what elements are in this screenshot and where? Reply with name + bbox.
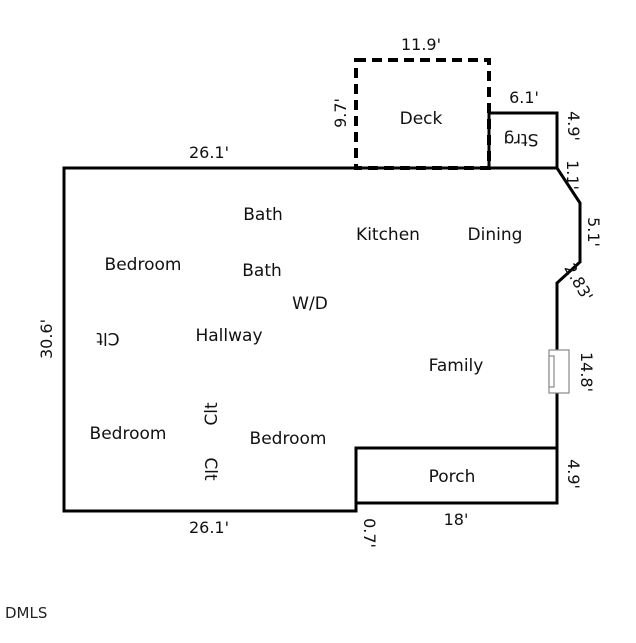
dim-porch-depth: 4.9'	[564, 459, 583, 489]
dim-angle-1: 5.1'	[584, 217, 603, 247]
room-label-bath-2: Bath	[242, 261, 282, 281]
dim-top-width: 26.1'	[189, 143, 229, 162]
dim-porch-width: 18'	[444, 510, 469, 529]
room-label-storage: Strg	[504, 129, 539, 149]
house-outline	[62, 166, 582, 513]
room-label-bath-1: Bath	[243, 205, 283, 225]
room-label-closet-center-1: Clt	[202, 402, 222, 426]
room-label-porch: Porch	[429, 467, 476, 487]
fireplace-icon	[548, 349, 570, 394]
room-label-closet-center-2: Clt	[200, 457, 220, 481]
deck-outline	[354, 58, 491, 170]
dim-angle-2: 2.83'	[560, 260, 596, 304]
room-label-kitchen: Kitchen	[356, 225, 420, 245]
dim-step: 0.7'	[360, 518, 379, 548]
room-label-bedroom-sw: Bedroom	[90, 424, 167, 444]
dim-storage-depth: 4.9'	[564, 111, 583, 141]
dim-family-right: 14.8'	[577, 352, 596, 392]
room-label-bedroom-s: Bedroom	[250, 429, 327, 449]
dim-notch-1: 1.1'	[563, 160, 582, 190]
room-label-deck: Deck	[400, 109, 443, 129]
room-label-closet-west: Clt	[96, 328, 120, 348]
room-label-bedroom-nw: Bedroom	[105, 255, 182, 275]
dim-deck-depth: 9.7'	[331, 98, 350, 128]
porch-outline	[356, 448, 559, 505]
dim-deck-width: 11.9'	[401, 35, 441, 54]
room-label-dining: Dining	[468, 225, 523, 245]
dim-storage-width: 6.1'	[509, 88, 539, 107]
room-label-hallway: Hallway	[195, 326, 262, 346]
dim-left-depth: 30.6'	[37, 319, 56, 359]
dim-bottom-width: 26.1'	[189, 518, 229, 537]
dmls-watermark: DMLS	[5, 604, 47, 622]
room-label-wd: W/D	[292, 294, 328, 314]
room-label-family: Family	[429, 356, 484, 376]
